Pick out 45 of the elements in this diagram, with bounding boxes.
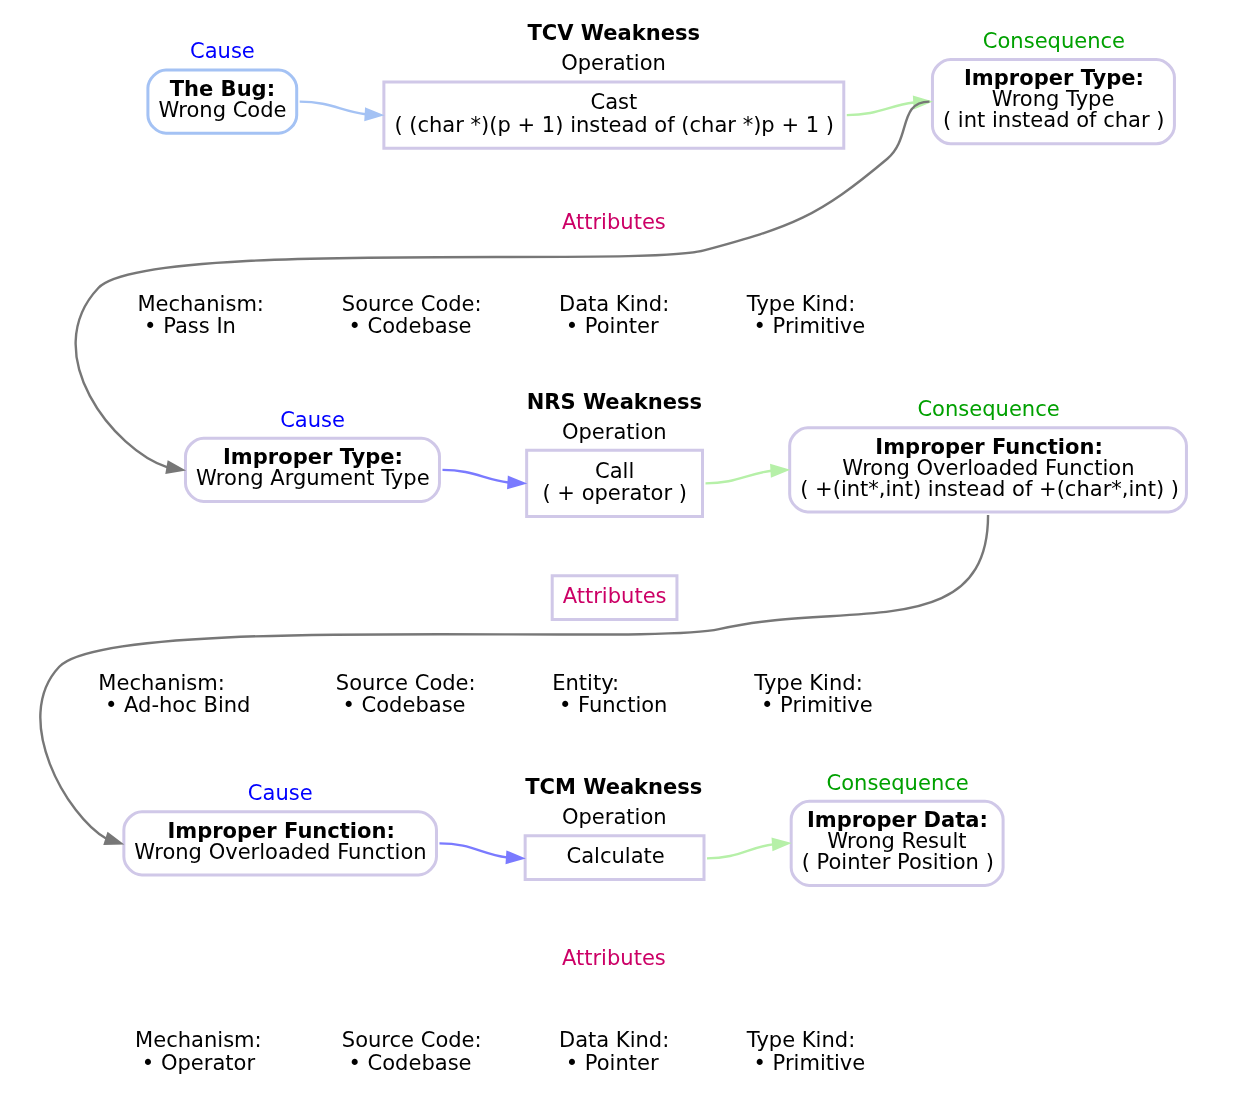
node-label: Operation: [561, 804, 667, 830]
node-label: NRS Weakness: [526, 388, 702, 414]
arrow: [299, 100, 384, 122]
node-label: Cause: [247, 780, 313, 806]
node-label: Operation: [560, 50, 666, 76]
arrow: [706, 837, 792, 860]
node-box: Call ( + operator ): [524, 448, 704, 518]
label: Type Kind:: [746, 290, 855, 316]
node-label: TCM Weakness: [524, 774, 702, 800]
node-box: The Bug: Wrong Code: [145, 68, 298, 135]
label: • Codebase: [341, 692, 466, 718]
label: Type Kind:: [753, 669, 863, 695]
node-box: Calculate: [523, 834, 705, 881]
node-label: TCV Weakness: [526, 20, 700, 46]
arrow: [438, 842, 526, 865]
node-box: Improper Type: Wrong Type ( int instead of char ): [930, 58, 1176, 146]
node-label: Operation: [561, 418, 667, 444]
label: Type Kind:: [746, 1027, 855, 1053]
label: • Pointer: [565, 313, 659, 339]
label: • Pass In: [143, 313, 236, 339]
label: Source Code:: [341, 290, 482, 316]
label: • Codebase: [347, 313, 472, 339]
label: Attributes: [561, 945, 666, 971]
node-box: Cast ( (char *)(p + 1) instead of (char *)p + 1 ): [381, 80, 845, 150]
node-label: Consequence: [982, 27, 1125, 53]
arrow: [705, 463, 790, 485]
label: Data Kind:: [558, 290, 669, 316]
label: Entity:: [551, 669, 619, 695]
arrow: [441, 468, 527, 490]
node-label: Consequence: [826, 769, 969, 795]
label: Source Code:: [335, 669, 476, 695]
node-label: Cause: [189, 38, 255, 64]
node-label: Consequence: [916, 396, 1060, 422]
arrow: [74, 100, 930, 474]
label: Mechanism:: [97, 669, 225, 695]
node-box: Improper Function: Wrong Overloaded Function ( +(int*,int) instead of +(char*,int) ): [787, 426, 1188, 514]
label: Attributes: [561, 208, 666, 234]
node-label: Cause: [279, 406, 345, 432]
label: Mechanism:: [136, 290, 264, 316]
node-box: Attributes: [550, 574, 678, 621]
node-box: Improper Data: Wrong Result ( Pointer Position ): [789, 799, 1005, 887]
arrow: [39, 514, 989, 846]
node-box: Improper Type: Wrong Argument Type: [183, 436, 441, 503]
node-box: Improper Function: Wrong Overloaded Function: [121, 810, 438, 877]
label: • Ad-hoc Bind: [104, 692, 250, 718]
